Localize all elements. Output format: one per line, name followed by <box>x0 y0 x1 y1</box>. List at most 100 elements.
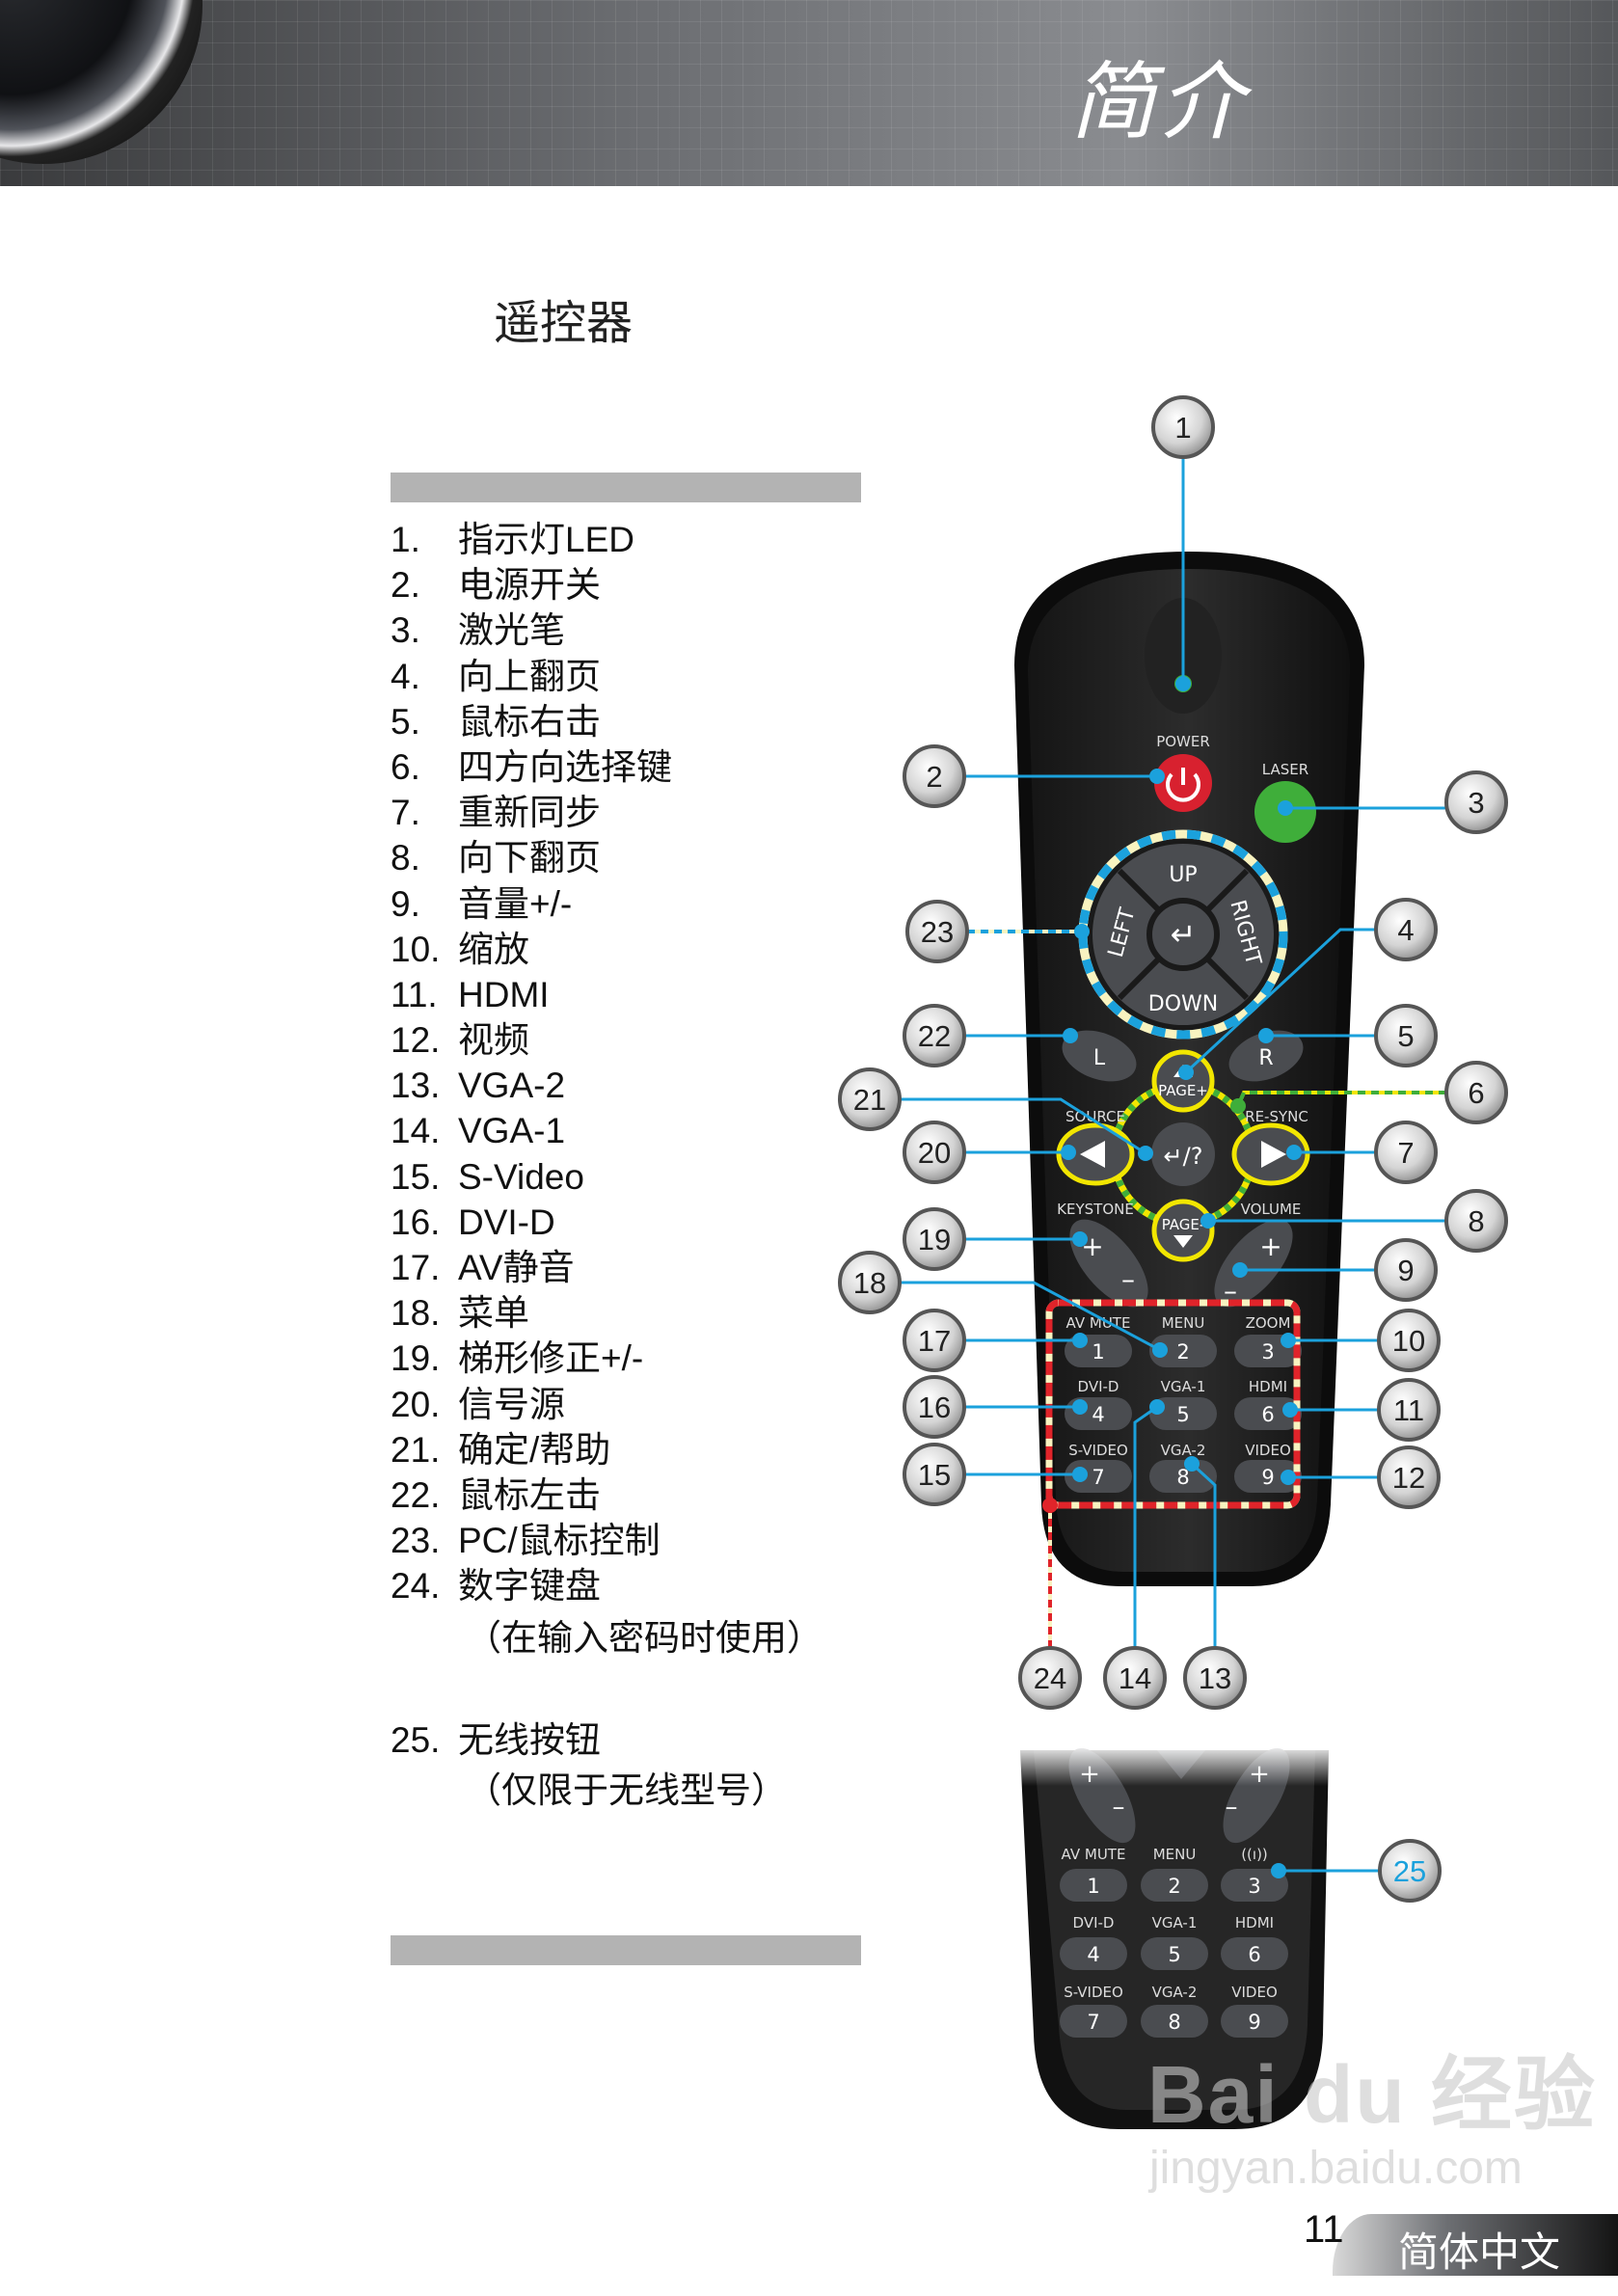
callout-dot <box>1278 800 1293 816</box>
key-3-button[interactable] <box>1221 1869 1288 1902</box>
r-button-label: R <box>1258 1046 1273 1070</box>
callout-number: 18 <box>853 1266 886 1300</box>
key-number: 7 <box>1087 2011 1099 2034</box>
callout-dot <box>1072 1333 1088 1348</box>
key-8-button[interactable] <box>1149 1460 1217 1493</box>
source-button[interactable] <box>1056 1122 1135 1186</box>
key-2-button[interactable] <box>1149 1335 1217 1367</box>
callout-badge <box>1377 1445 1441 1509</box>
item-number: 16. <box>391 1202 441 1242</box>
callout-number: 2 <box>926 760 942 794</box>
key-number: 4 <box>1087 1943 1099 1966</box>
key-label: S-VIDEO <box>1068 1442 1128 1459</box>
key-8-button[interactable] <box>1141 2005 1208 2038</box>
divider-top <box>391 473 861 502</box>
item-number: 1. <box>391 520 420 559</box>
callout-badge <box>1374 1238 1438 1302</box>
item-label: 无线按钮 <box>458 1720 601 1760</box>
item-number: 7. <box>391 793 420 833</box>
resync-button[interactable] <box>1231 1122 1310 1186</box>
header-texture <box>0 0 1618 186</box>
key-9-button[interactable] <box>1221 2005 1288 2038</box>
key-5-button[interactable] <box>1149 1397 1217 1430</box>
volume-rocker[interactable] <box>1200 1206 1308 1320</box>
item-label: 数字键盘 <box>458 1566 601 1607</box>
footer-bar <box>1333 2214 1618 2276</box>
legend-item-21: 21.确定/帮助 <box>391 1427 930 1472</box>
callout-number: 24 <box>1034 1661 1066 1695</box>
item-number: 2. <box>391 565 420 606</box>
key-6-button[interactable] <box>1221 1937 1288 1970</box>
key-number: 3 <box>1261 1340 1274 1364</box>
item-label: 指示灯LED <box>458 520 634 559</box>
dpad-up[interactable]: UP <box>1169 863 1197 887</box>
page-up-button[interactable]: PAGE+ <box>1151 1049 1215 1113</box>
legend-item-10: 10.缩放 <box>391 927 930 972</box>
enter-help-button[interactable] <box>1151 1122 1215 1186</box>
key-label: S-VIDEO <box>1064 1984 1123 2001</box>
callout-number: 25 <box>1393 1854 1426 1888</box>
callout-badge <box>1374 1004 1438 1067</box>
key-label: VIDEO <box>1245 1442 1291 1459</box>
callout-number: 12 <box>1392 1461 1425 1495</box>
item-25-note: （仅限于无线型号） <box>466 1769 787 1811</box>
legend-item-20: 20. 信号源 <box>391 1382 930 1427</box>
item-label: 激光笔 <box>458 610 565 651</box>
item-label: 鼠标右击 <box>458 701 601 742</box>
item-number: 21. <box>391 1429 441 1470</box>
item-number: 14. <box>391 1111 441 1151</box>
item-label: VGA-1 <box>458 1111 566 1151</box>
item-number: 8. <box>391 838 420 878</box>
callout-badge <box>903 1207 966 1271</box>
item-24-note: （在输入密码时使用） <box>466 1617 822 1659</box>
page-number: 11 <box>1304 2208 1344 2251</box>
page-down-button[interactable]: PAGE- <box>1151 1199 1215 1262</box>
divider-bottom <box>391 1935 861 1965</box>
footer-language: 简体中文 <box>1398 2228 1561 2276</box>
callout-badge <box>1183 1646 1247 1710</box>
down-triangle-icon <box>1173 1235 1193 1248</box>
item-number: 17. <box>391 1248 441 1287</box>
item-label: 信号源 <box>458 1384 565 1424</box>
callout-number: 3 <box>1468 786 1484 820</box>
item-number: 4. <box>391 656 420 696</box>
key-label: DVI-D <box>1078 1378 1119 1395</box>
legend-item-18: 18.菜单 <box>391 1290 930 1336</box>
callout-number: 20 <box>918 1136 951 1170</box>
key-label: VIDEO <box>1231 1984 1278 2001</box>
item-label: HDMI <box>458 974 550 1014</box>
enter-button[interactable] <box>1146 898 1220 971</box>
key-number: 3 <box>1248 1875 1260 1898</box>
callout-dot <box>1178 1065 1194 1080</box>
callout-number: 15 <box>918 1458 951 1492</box>
callout-number: 17 <box>918 1324 951 1358</box>
keypad: AV MUTE1MENU2ZOOM3DVI-D4VGA-15HDMI6S-VID… <box>1065 1314 1302 1493</box>
key-9-button[interactable] <box>1234 1460 1302 1493</box>
dpad-down[interactable]: DOWN <box>1148 992 1218 1016</box>
l-button-label: L <box>1093 1046 1106 1070</box>
keystone-rocker[interactable] <box>1056 1206 1163 1320</box>
volume-minus: – <box>1224 1275 1237 1307</box>
section-title: 遥控器 <box>494 296 634 350</box>
item-number: 15. <box>391 1156 441 1197</box>
item-label: 缩放 <box>458 929 529 969</box>
callout-number: 21 <box>853 1083 886 1117</box>
legend-item-24: 24. 数字键盘 <box>391 1563 930 1608</box>
key-1-button[interactable] <box>1060 1869 1127 1902</box>
key-label: HDMI <box>1249 1378 1287 1395</box>
power-button[interactable] <box>1154 754 1212 812</box>
key-2-button[interactable] <box>1141 1869 1208 1902</box>
key-5-button[interactable] <box>1141 1937 1208 1970</box>
item-number: 24. <box>391 1566 441 1607</box>
item-number: 20. <box>391 1384 441 1424</box>
key-7-button[interactable] <box>1060 2005 1127 2038</box>
item-label: 梯形修正+/- <box>458 1338 644 1379</box>
legend-item-7: 7.重新同步 <box>391 790 930 835</box>
l-button[interactable] <box>1055 1021 1144 1091</box>
item-number: 3. <box>391 610 420 651</box>
r-button[interactable] <box>1222 1021 1310 1091</box>
callout-badge <box>1378 1839 1442 1903</box>
key-4-button[interactable] <box>1060 1937 1127 1970</box>
key-number: 4 <box>1092 1403 1104 1426</box>
wireless-keystone-minus: – <box>1113 1793 1125 1822</box>
